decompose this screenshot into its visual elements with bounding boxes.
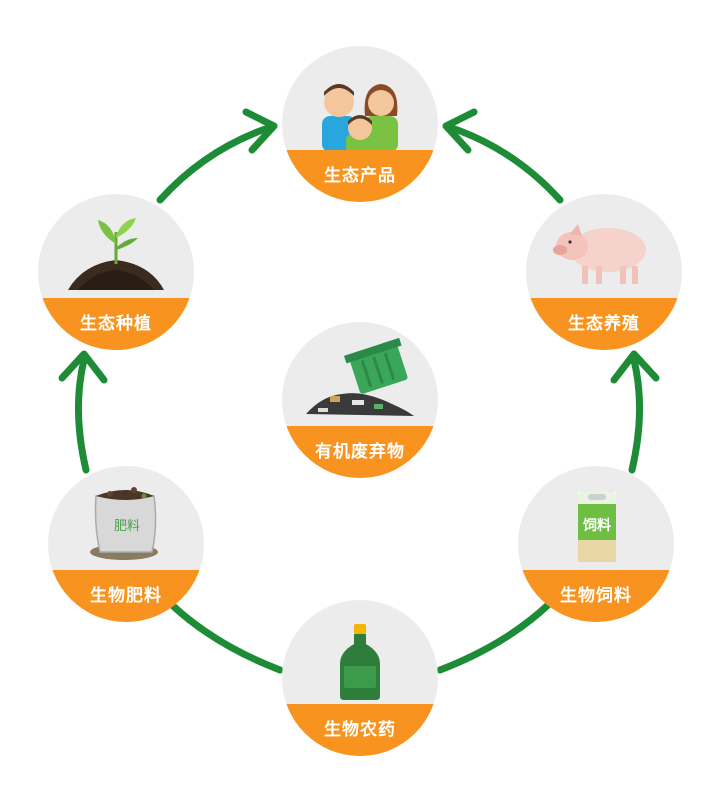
arrow-head-products-left — [242, 108, 278, 154]
seedling-icon — [68, 218, 164, 290]
label-bio-fertilizer: 生物肥料 — [48, 570, 204, 622]
bottle-icon — [340, 624, 380, 700]
arrow-head-breeding — [610, 350, 660, 384]
feed-bag-icon: 饲料 — [578, 492, 616, 562]
arrow-fertilizer-to-planting — [74, 356, 90, 474]
label-eco-breeding: 生态养殖 — [526, 298, 682, 350]
fertilizer-bag-icon: 肥料 — [90, 487, 158, 560]
label-organic-waste: 有机废弃物 — [282, 426, 438, 478]
label-eco-products: 生态产品 — [282, 150, 438, 202]
arrow-feed-to-breeding — [628, 356, 644, 474]
family-icon — [322, 84, 398, 150]
label-bio-pesticide: 生物农药 — [282, 704, 438, 756]
arrow-breeding-to-products — [448, 124, 564, 204]
node-bio-pesticide[interactable]: 生物农药 — [282, 600, 438, 756]
label-bio-feed: 生物饲料 — [518, 570, 674, 622]
arrow-head-products-right — [442, 108, 478, 154]
node-bio-fertilizer[interactable]: 肥料 生物肥料 — [48, 466, 204, 622]
pig-icon — [553, 224, 646, 284]
feed-bag-text: 饲料 — [582, 517, 611, 534]
node-organic-waste[interactable]: 有机废弃物 — [282, 322, 438, 478]
fertilizer-bag-text: 肥料 — [114, 519, 140, 534]
dump-bin-icon — [306, 337, 414, 416]
node-eco-planting[interactable]: 生态种植 — [38, 194, 194, 350]
node-eco-products[interactable]: 生态产品 — [282, 46, 438, 202]
arrow-planting-to-products — [156, 124, 272, 204]
node-eco-breeding[interactable]: 生态养殖 — [526, 194, 682, 350]
node-bio-feed[interactable]: 饲料 生物饲料 — [518, 466, 674, 622]
label-eco-planting: 生态种植 — [38, 298, 194, 350]
arrow-head-planting — [58, 350, 108, 384]
